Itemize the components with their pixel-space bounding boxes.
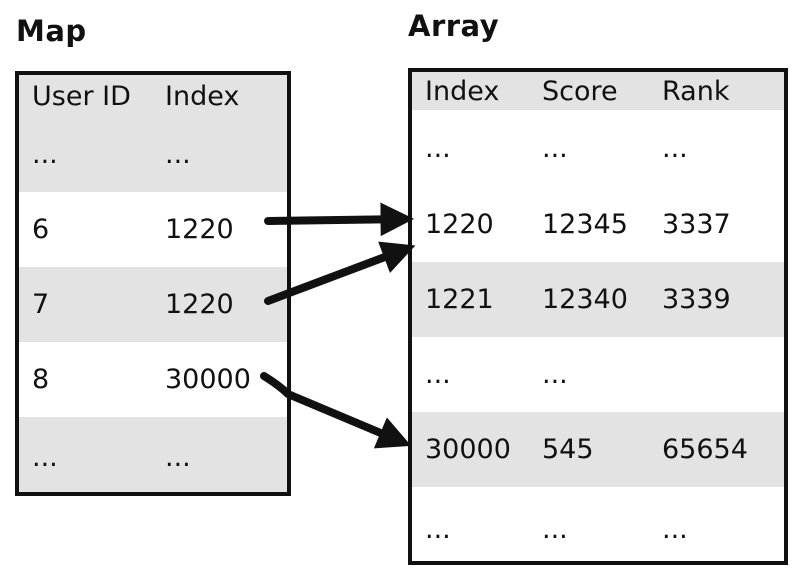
array-table: Index Score Rank ... ... ... 1220 12345 … [408, 68, 788, 565]
array-cell-index: 30000 [425, 434, 511, 465]
array-cell-rank: 3337 [662, 208, 731, 240]
array-row-1220: 1220 12345 3337 [412, 186, 784, 262]
array-cell-rank: ... [662, 514, 688, 545]
map-cell-user-id: ... [32, 441, 58, 473]
arrow-7-to-1220 [264, 241, 416, 305]
map-cell-user-id: 8 [32, 364, 50, 395]
map-table: User ID Index ... ... 6 1220 7 1220 8 30… [15, 71, 291, 496]
arrow-8-to-30000 [260, 372, 412, 449]
map-cell-user-id: 7 [32, 289, 50, 320]
array-cell-score: ... [542, 359, 568, 390]
array-cell-index: 1221 [425, 284, 494, 315]
map-cell-index: 1220 [165, 214, 234, 245]
table-row: ... ... [19, 117, 287, 192]
map-row-8: 8 30000 [19, 342, 287, 417]
map-header-user-id: User ID [32, 80, 131, 112]
map-row-6: 6 1220 [19, 192, 287, 267]
array-title: Array [408, 9, 500, 43]
table-row: ... ... [19, 417, 287, 492]
arrow-6-to-1220 [264, 202, 415, 237]
array-cell-score: ... [542, 514, 568, 545]
array-cell-score: 12345 [542, 208, 628, 240]
array-cell-index: 1220 [425, 208, 494, 240]
array-cell-score: 12340 [542, 284, 628, 315]
array-cell-index: ... [425, 132, 451, 164]
array-cell-score: ... [542, 132, 568, 164]
map-cell-index: ... [165, 139, 191, 170]
array-row-30000: 30000 545 65654 [412, 412, 784, 487]
map-header-row: User ID Index [19, 75, 287, 117]
array-cell-rank: ... [662, 132, 688, 164]
array-header-rank: Rank [662, 75, 730, 107]
table-row: ... ... ... [412, 487, 784, 561]
map-cell-user-id: 6 [32, 214, 50, 245]
map-cell-index: 1220 [165, 289, 234, 320]
array-header-score: Score [542, 75, 618, 107]
array-header-index: Index [425, 75, 500, 107]
map-cell-index: ... [165, 441, 191, 473]
map-header-index: Index [165, 80, 240, 112]
map-row-7: 7 1220 [19, 267, 287, 342]
map-title: Map [16, 14, 87, 48]
table-row: ... ... [412, 337, 784, 412]
array-cell-index: ... [425, 359, 451, 390]
array-cell-rank: 3339 [662, 284, 731, 315]
table-row: ... ... ... [412, 110, 784, 186]
array-cell-score: 545 [542, 434, 594, 465]
map-cell-user-id: ... [32, 139, 58, 170]
array-cell-rank: 65654 [662, 434, 748, 465]
map-cell-index: 30000 [165, 364, 251, 395]
array-row-1221: 1221 12340 3339 [412, 262, 784, 337]
array-header-row: Index Score Rank [412, 72, 784, 110]
array-cell-index: ... [425, 514, 451, 545]
